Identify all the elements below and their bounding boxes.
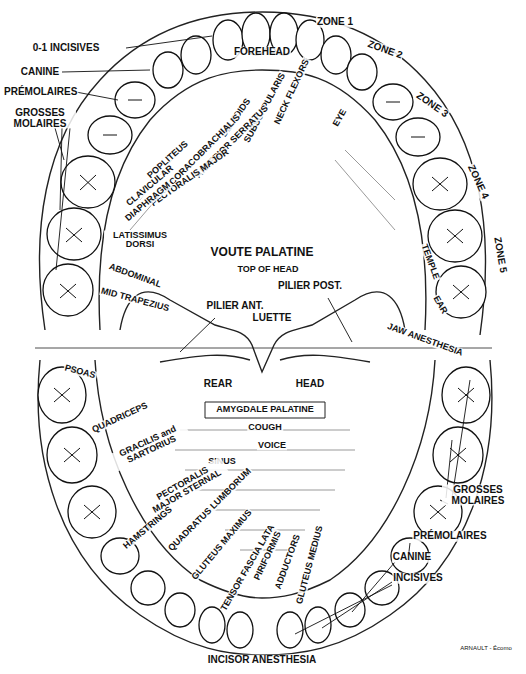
region-label: VOICE xyxy=(257,441,287,450)
region-label: PILIER ANT. xyxy=(206,301,265,312)
region-label: VOUTE PALATINE xyxy=(210,246,315,259)
region-label: GROSSES MOLAIRES xyxy=(442,485,514,506)
region-label: CANINE xyxy=(20,67,60,78)
region-label: EYE xyxy=(331,107,349,129)
region-label: PRÉMOLAIRES xyxy=(412,531,487,542)
region-label: GROSSES MOLAIRES xyxy=(4,108,76,129)
region-label: COUGH xyxy=(247,423,283,432)
region-label: ARNAULT - Écomo xyxy=(459,645,512,651)
region-label: LUETTE xyxy=(252,313,293,324)
region-label: INCISIVES xyxy=(392,573,443,584)
region-label: TOP OF HEAD xyxy=(236,265,299,274)
region-label: LATISSIMUS DORSI xyxy=(104,231,176,250)
region-label: GRACILIS and SARTORIUS xyxy=(109,420,191,472)
region-label: ABDOMINAL xyxy=(107,262,164,290)
region-label: PILIER POST. xyxy=(277,281,343,292)
region-label: ZONE 4 xyxy=(465,163,491,202)
region-label: PRÉMOLAIRES xyxy=(3,87,78,98)
region-label: FOREHEAD xyxy=(233,47,291,58)
region-label: CANINE xyxy=(392,552,432,563)
region-label: 0-1 INCISIVES xyxy=(32,43,101,54)
region-label: REAR xyxy=(203,379,233,390)
region-label: MID TRAPEZIUS xyxy=(99,286,171,314)
region-label: INCISOR ANESTHESIA xyxy=(207,655,318,666)
region-label: ZONE 1 xyxy=(316,17,354,28)
region-label: ZONE 5 xyxy=(492,235,509,274)
region-label: AMYGDALE PALATINE xyxy=(215,405,315,414)
region-label: QUADRICEPS xyxy=(90,401,150,436)
region-label: HEAD xyxy=(295,379,325,390)
